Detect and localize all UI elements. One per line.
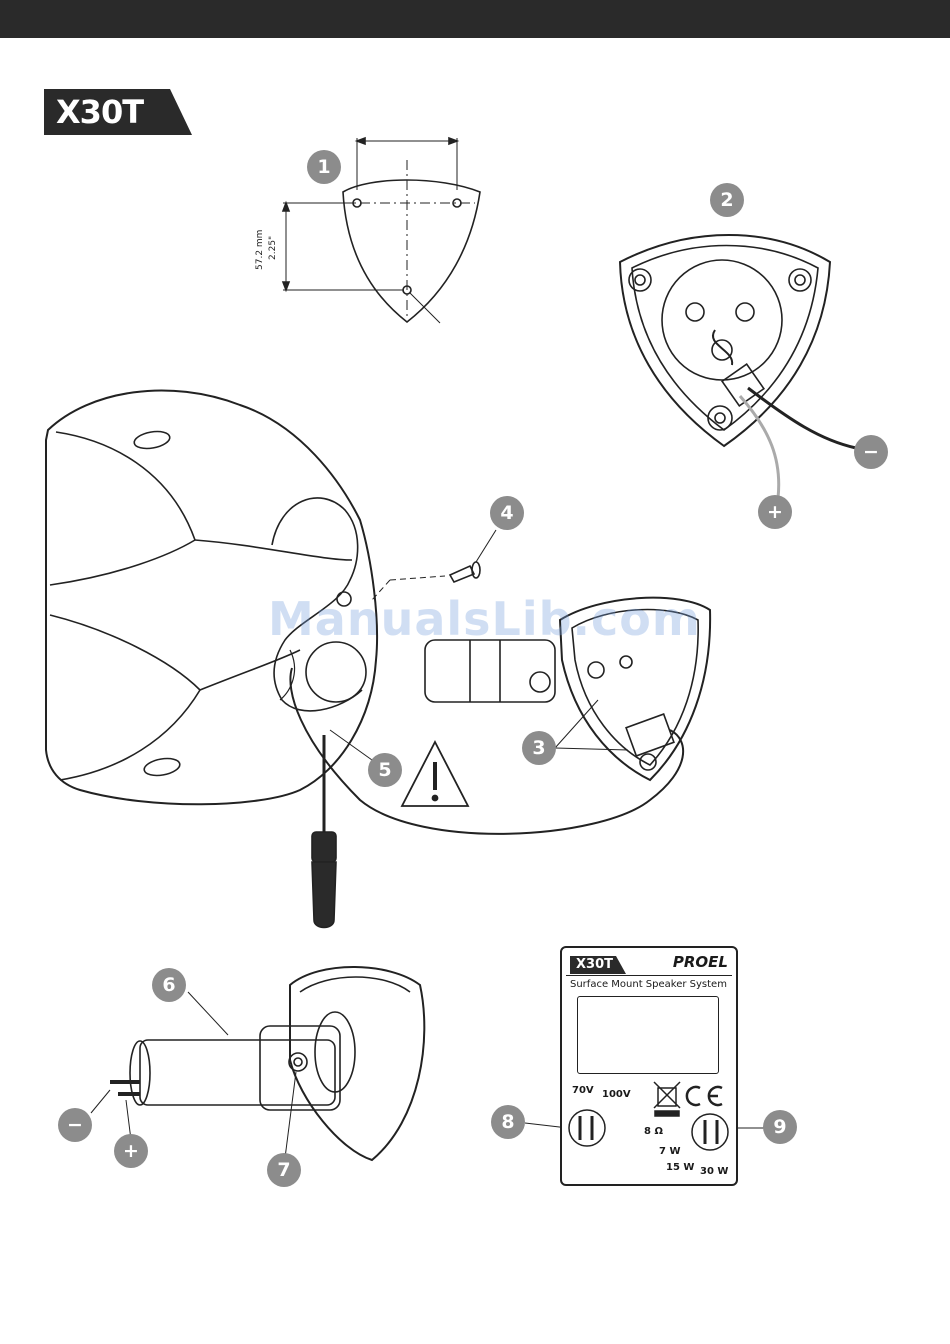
power-15w: 15 W <box>666 1162 694 1173</box>
callout-7: 7 <box>267 1153 301 1187</box>
weee-bin-icon <box>654 1082 680 1116</box>
screwdriver-icon <box>312 730 372 928</box>
ce-mark-icon <box>687 1087 722 1105</box>
dimension-mm: 57.2 mm <box>255 230 265 270</box>
voltage-70v: 70V <box>572 1085 594 1096</box>
voltage-selector-icon <box>569 1110 605 1146</box>
plus-marker-top: + <box>758 495 792 529</box>
minus-marker-top: − <box>854 435 888 469</box>
callout-1: 1 <box>307 150 341 184</box>
stem-assembly <box>91 967 424 1160</box>
voltage-100v: 100V <box>602 1089 631 1100</box>
power-30w: 30 W <box>700 1166 728 1177</box>
screw <box>372 530 496 600</box>
watermark: ManualsLib.com <box>268 592 701 646</box>
callout-8: 8 <box>491 1105 525 1139</box>
callout-5: 5 <box>368 753 402 787</box>
callout-9: 9 <box>763 1110 797 1144</box>
bracket-back-view <box>620 235 856 498</box>
rear-label-card: X30T PROEL Surface Mount Speaker System <box>560 946 738 1186</box>
power-8ohm: 8 Ω <box>644 1126 663 1137</box>
warning-triangle-icon <box>402 742 468 806</box>
callout-4: 4 <box>490 496 524 530</box>
callout-3: 3 <box>522 731 556 765</box>
minus-marker-bottom: − <box>58 1108 92 1142</box>
dimension-inch: 2.25" <box>268 236 278 260</box>
callout-6: 6 <box>152 968 186 1002</box>
power-7w: 7 W <box>659 1146 680 1157</box>
callout-2: 2 <box>710 183 744 217</box>
power-selector-icon <box>692 1114 728 1150</box>
plus-marker-bottom: + <box>114 1134 148 1168</box>
